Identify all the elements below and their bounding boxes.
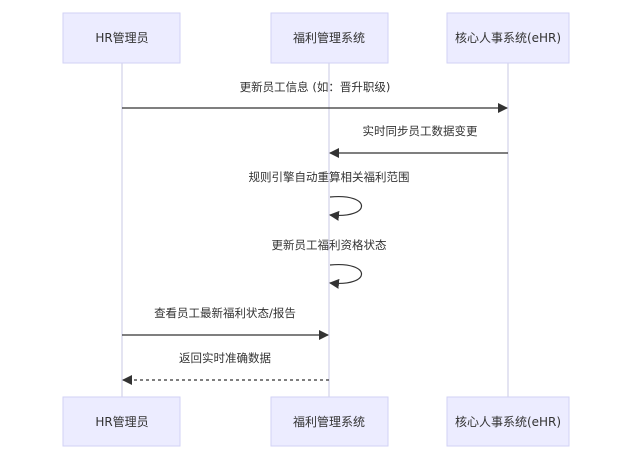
self-message-arrow [329, 264, 362, 289]
actor-bottom-ehr: 核心人事系统(eHR) [446, 396, 570, 447]
actor-label: 核心人事系统(eHR) [455, 31, 561, 45]
actor-bottom-benefits-system: 福利管理系统 [270, 396, 389, 447]
message-label: 更新员工福利资格状态 [272, 238, 387, 252]
self-message-arrow [329, 196, 362, 221]
message-label: 更新员工信息 (如：晋升职级) [240, 80, 391, 94]
actor-bottom-hr: HR管理员 [62, 396, 181, 447]
actor-top-ehr: 核心人事系统(eHR) [446, 12, 570, 64]
actor-label: HR管理员 [95, 30, 148, 45]
actor-top-hr: HR管理员 [62, 12, 181, 64]
message-label: 返回实时准确数据 [179, 351, 271, 365]
message-label: 实时同步员工数据变更 [363, 124, 478, 138]
message-label: 查看员工最新福利状态/报告 [154, 306, 296, 320]
actor-label: 核心人事系统(eHR) [455, 415, 561, 429]
message-label: 规则引擎自动重算相关福利范围 [249, 170, 410, 184]
actor-label: 福利管理系统 [293, 414, 365, 429]
actor-label: HR管理员 [95, 414, 148, 429]
actor-label: 福利管理系统 [293, 30, 365, 45]
actor-top-benefits-system: 福利管理系统 [270, 12, 389, 64]
